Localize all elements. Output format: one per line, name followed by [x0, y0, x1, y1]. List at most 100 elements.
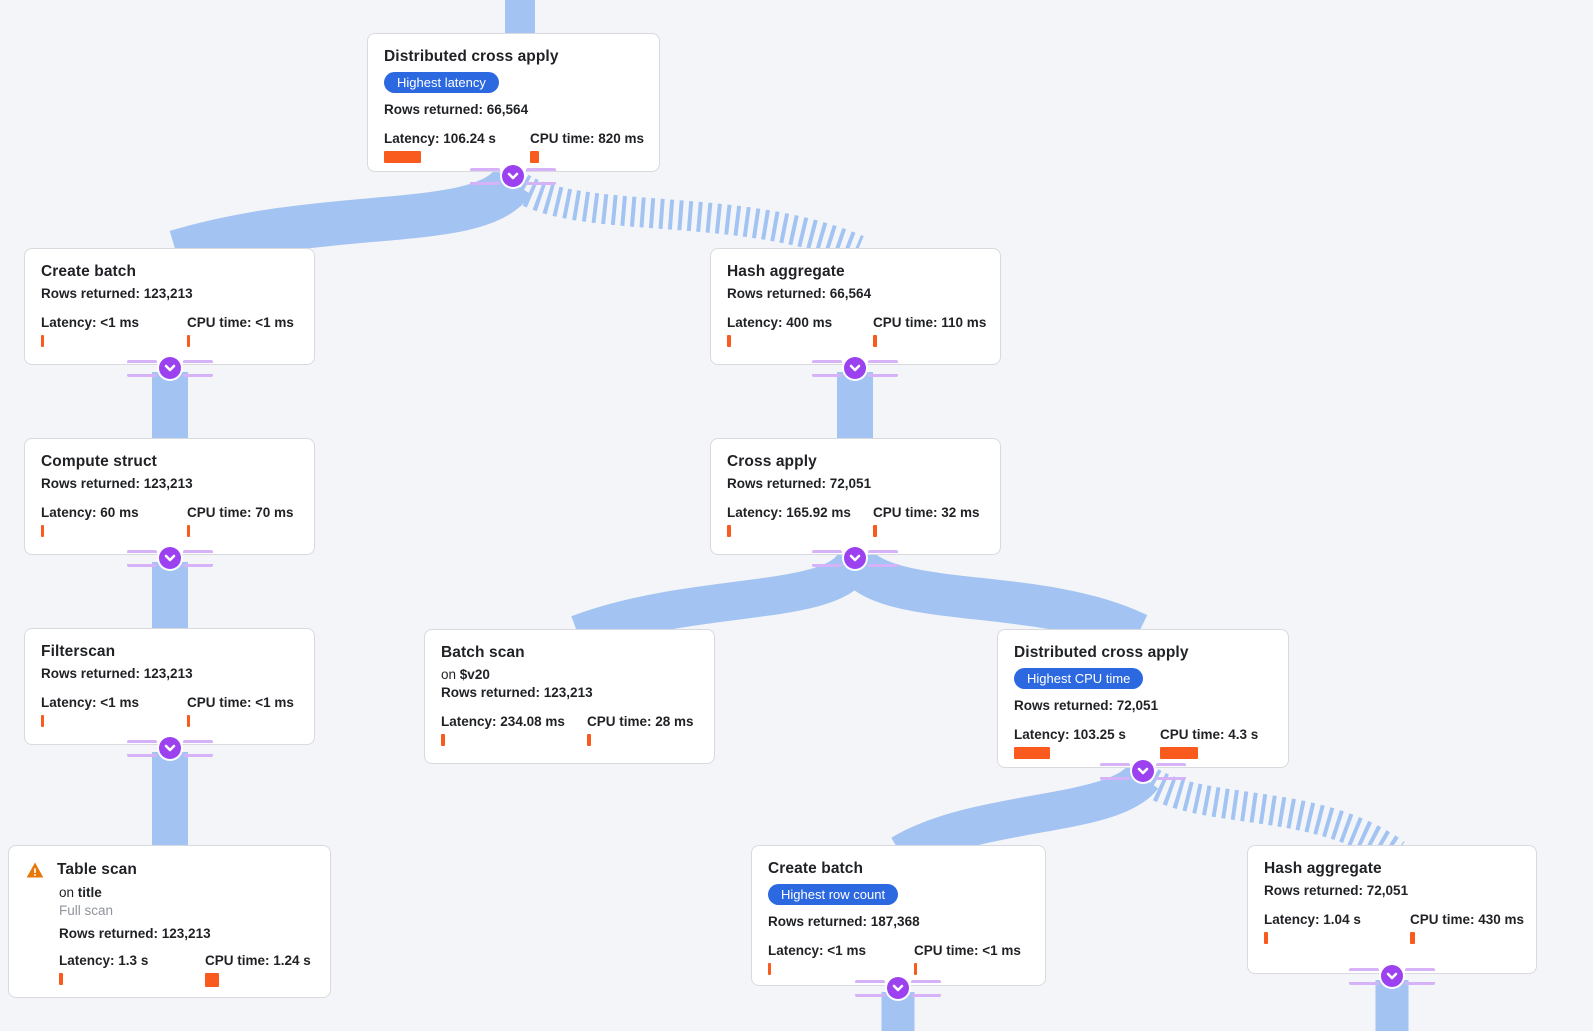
- connector-lines-right: [868, 359, 898, 377]
- cpu-bar: [187, 335, 190, 347]
- plan-node-compute-struct[interactable]: Compute struct Rows returned: 123,213 La…: [24, 438, 315, 555]
- cpu-metric: CPU time: 1.24 s: [205, 953, 314, 987]
- chevron-down-icon: [1381, 965, 1403, 987]
- expand-node-button[interactable]: [122, 546, 218, 570]
- rows-returned: Rows returned: 72,051: [1014, 698, 1159, 713]
- latency-metric: Latency: <1 ms: [41, 315, 171, 347]
- cpu-bar: [205, 973, 219, 987]
- edge-root-to-create-batch: [169, 167, 531, 274]
- chevron-down-icon: [1132, 760, 1154, 782]
- scan-target: on $v20: [441, 667, 490, 682]
- cpu-metric: CPU time: 28 ms: [587, 714, 698, 746]
- plan-node-table-scan[interactable]: Table scan on title Full scan Rows retur…: [8, 845, 331, 998]
- edge-root-to-hash-aggregate-remote: [503, 169, 864, 264]
- latency-metric: Latency: 234.08 ms: [441, 714, 571, 746]
- latency-metric: Latency: 1.3 s: [59, 953, 189, 987]
- cpu-metric: CPU time: 4.3 s: [1160, 727, 1272, 759]
- cpu-bar: [530, 151, 539, 163]
- node-title: Table scan: [57, 861, 137, 878]
- connector-lines-left: [1100, 762, 1130, 780]
- latency-metric: Latency: 103.25 s: [1014, 727, 1144, 759]
- expand-node-button[interactable]: [122, 356, 218, 380]
- cpu-bar: [914, 963, 917, 975]
- chevron-down-icon: [844, 547, 866, 569]
- cpu-bar: [187, 525, 190, 537]
- latency-bar: [384, 151, 421, 163]
- rows-returned: Rows returned: 123,213: [41, 286, 193, 301]
- node-title: Create batch: [768, 860, 864, 877]
- rows-returned: Rows returned: 123,213: [441, 685, 593, 700]
- rows-returned: Rows returned: 66,564: [727, 286, 872, 301]
- cpu-metric: CPU time: <1 ms: [187, 695, 298, 727]
- chevron-down-icon: [887, 977, 909, 999]
- edge-dca-to-create-batch: [891, 763, 1159, 871]
- connector-lines-left: [855, 979, 885, 997]
- latency-bar: [59, 973, 63, 985]
- expand-node-button[interactable]: [122, 736, 218, 760]
- node-title: Hash aggregate: [727, 263, 845, 280]
- plan-node-create-batch-bottom[interactable]: Create batch Highest row count Rows retu…: [751, 845, 1046, 986]
- plan-node-batch-scan[interactable]: Batch scan on $v20 Rows returned: 123,21…: [424, 629, 715, 764]
- expand-node-button[interactable]: [807, 546, 903, 570]
- cpu-metric: CPU time: 32 ms: [873, 505, 984, 537]
- node-title: Hash aggregate: [1264, 860, 1382, 877]
- highest-latency-badge: Highest latency: [384, 72, 499, 93]
- plan-node-hash-aggregate-upper[interactable]: Hash aggregate Rows returned: 66,564 Lat…: [710, 248, 1001, 365]
- expand-node-button[interactable]: [850, 976, 946, 1000]
- connector-lines-left: [812, 359, 842, 377]
- connector-lines-left: [812, 549, 842, 567]
- expand-node-button[interactable]: [807, 356, 903, 380]
- highest-cpu-time-badge: Highest CPU time: [1014, 668, 1144, 689]
- plan-node-create-batch-left[interactable]: Create batch Rows returned: 123,213 Late…: [24, 248, 315, 365]
- plan-node-distributed-cross-apply-root[interactable]: Distributed cross apply Highest latency …: [367, 33, 660, 172]
- cpu-bar: [1410, 932, 1415, 944]
- chevron-down-icon: [159, 737, 181, 759]
- latency-bar: [1264, 932, 1268, 944]
- rows-returned: Rows returned: 72,051: [727, 476, 872, 491]
- full-scan-note: Full scan: [59, 903, 114, 918]
- latency-metric: Latency: 60 ms: [41, 505, 171, 537]
- connector-lines-left: [127, 549, 157, 567]
- connector-lines-right: [1405, 967, 1435, 985]
- plan-node-cross-apply[interactable]: Cross apply Rows returned: 72,051 Latenc…: [710, 438, 1001, 555]
- expand-node-button[interactable]: [1095, 759, 1191, 783]
- connector-lines-right: [183, 359, 213, 377]
- latency-metric: Latency: <1 ms: [768, 943, 898, 975]
- rows-returned: Rows returned: 123,213: [59, 926, 211, 941]
- edge-cross-apply-to-batch-scan: [571, 551, 872, 652]
- node-title: Create batch: [41, 263, 137, 280]
- rows-returned: Rows returned: 123,213: [41, 666, 193, 681]
- latency-bar: [41, 525, 44, 537]
- plan-node-hash-aggregate-bottom[interactable]: Hash aggregate Rows returned: 72,051 Lat…: [1247, 845, 1537, 974]
- cpu-bar: [187, 715, 190, 727]
- connector-lines-right: [183, 549, 213, 567]
- expand-node-button[interactable]: [1344, 964, 1440, 988]
- latency-bar: [441, 734, 445, 746]
- connector-lines-right: [183, 739, 213, 757]
- cpu-metric: CPU time: 70 ms: [187, 505, 298, 537]
- chevron-down-icon: [159, 547, 181, 569]
- connector-lines-right: [868, 549, 898, 567]
- connector-lines-right: [526, 167, 556, 185]
- node-title: Distributed cross apply: [384, 48, 559, 65]
- connector-lines-right: [1156, 762, 1186, 780]
- node-title: Distributed cross apply: [1014, 644, 1189, 661]
- rows-returned: Rows returned: 72,051: [1264, 883, 1409, 898]
- cpu-bar: [873, 335, 877, 347]
- cpu-bar: [1160, 747, 1198, 759]
- cpu-metric: CPU time: 110 ms: [873, 315, 986, 347]
- edge-dca-to-hash-aggregate-remote: [1134, 764, 1405, 867]
- connector-lines-left: [470, 167, 500, 185]
- latency-bar: [41, 335, 44, 347]
- cpu-metric: CPU time: 430 ms: [1410, 912, 1524, 944]
- latency-metric: Latency: 106.24 s: [384, 131, 514, 163]
- scan-target: on title: [59, 885, 102, 900]
- expand-node-button[interactable]: [465, 164, 561, 188]
- plan-node-distributed-cross-apply-right[interactable]: Distributed cross apply Highest CPU time…: [997, 629, 1289, 768]
- plan-node-filterscan[interactable]: Filterscan Rows returned: 123,213 Latenc…: [24, 628, 315, 745]
- chevron-down-icon: [844, 357, 866, 379]
- chevron-down-icon: [159, 357, 181, 379]
- latency-bar: [727, 525, 731, 537]
- cpu-bar: [873, 525, 877, 537]
